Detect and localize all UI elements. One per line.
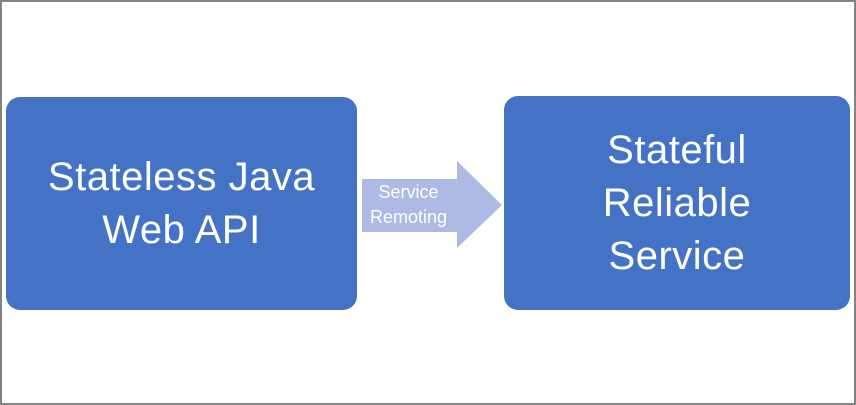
arrow-label-line-2: Remoting [369,206,448,227]
arrow-polygon [362,161,502,248]
service-remoting-arrow: Service Remoting [360,159,502,250]
right-box-line-1: Stateful [607,127,747,172]
arrow-label: Service Remoting [360,159,457,250]
arrow-label-line-1: Service [378,181,439,202]
right-box-line-3: Service [608,233,746,278]
right-box-line-2: Reliable [602,180,752,225]
stateless-java-web-api-box: Stateless Java Web API [6,97,357,310]
right-arrow-icon [362,161,502,248]
left-box-line-1: Stateless Java [47,154,316,199]
stateful-reliable-service-box: Stateful Reliable Service [504,96,850,310]
left-box-line-2: Web API [102,207,261,252]
